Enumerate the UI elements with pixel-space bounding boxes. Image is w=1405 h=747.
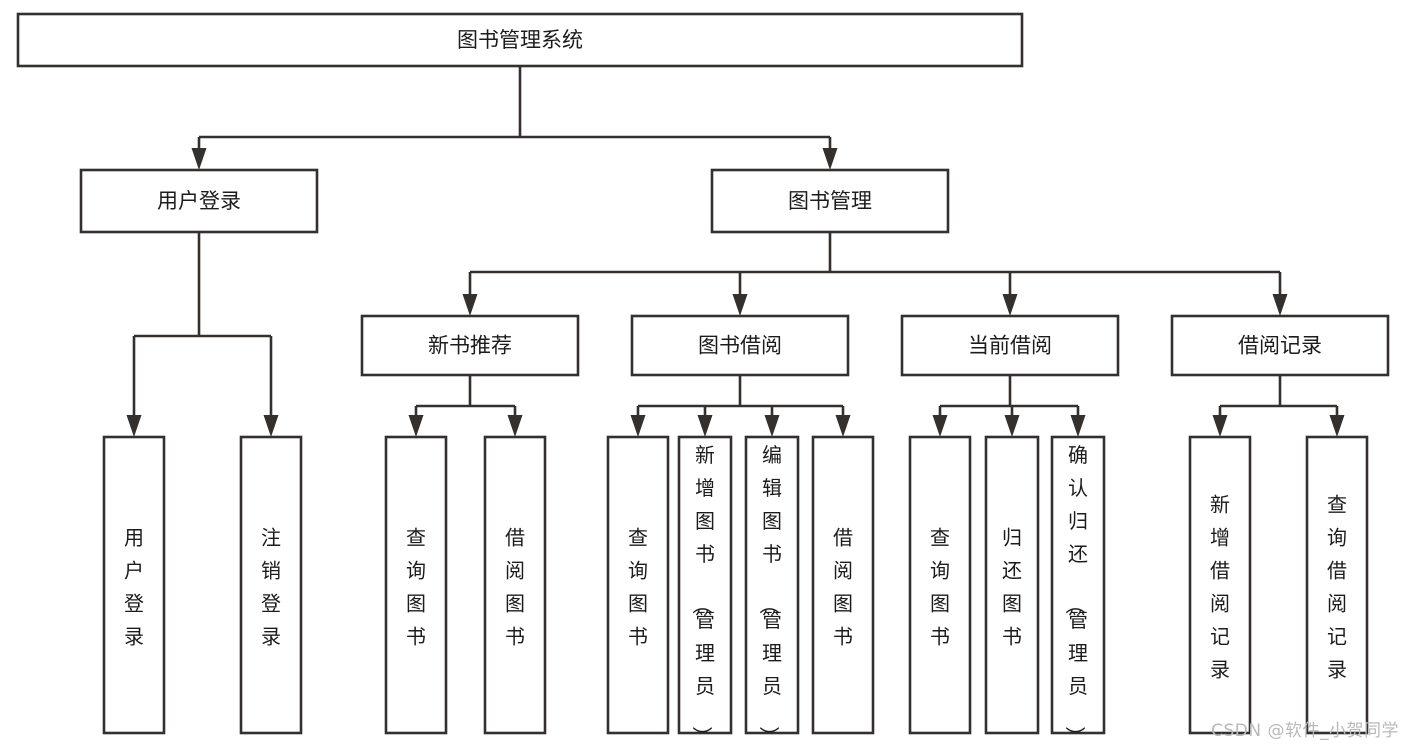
arrow-icon-current-borrow [1002,294,1018,316]
node-label-leaf-user-login: 用户登录 [124,526,144,649]
arrow-icon-leaf-user-login [126,415,142,437]
node-borrow-record[interactable]: 借阅记录 [1170,314,1390,377]
node-box-leaf-query-book-3 [908,435,972,735]
node-label-leaf-edit-book: 编辑图书（管理员） [757,443,782,746]
arrow-icon-new-book-recommend [462,294,478,316]
connector-layer [126,66,1345,437]
arrow-icon-leaf-confirm-return [1070,415,1086,437]
node-box-current-borrow [900,314,1120,377]
node-label-leaf-borrow-book-1: 借阅图书 [505,526,525,649]
node-box-root [16,12,1024,68]
node-leaf-query-record[interactable]: 查询借阅记录 [1305,435,1369,735]
node-user-login[interactable]: 用户登录 [79,168,319,234]
node-book-borrow[interactable]: 图书借阅 [630,314,850,377]
node-leaf-confirm-return[interactable]: 确认归还（管理员） [1050,435,1106,746]
node-box-leaf-query-book-1 [384,435,448,735]
node-box-leaf-logout [239,435,303,735]
node-label-leaf-query-book-3: 查询图书 [930,526,950,649]
node-label-root: 图书管理系统 [457,28,583,52]
node-label-book-manage: 图书管理 [788,189,872,213]
arrow-icon-leaf-query-book-1 [408,415,424,437]
node-book-manage[interactable]: 图书管理 [710,168,950,234]
node-label-leaf-add-book: 新增图书（管理员） [690,443,715,746]
node-box-leaf-borrow-book-2 [811,435,875,735]
arrow-icon-leaf-add-book [697,415,713,437]
node-label-leaf-add-record: 新增借阅记录 [1210,493,1230,682]
node-label-borrow-record: 借阅记录 [1238,334,1322,358]
node-leaf-add-book[interactable]: 新增图书（管理员） [677,435,733,746]
node-leaf-add-record[interactable]: 新增借阅记录 [1188,435,1252,735]
node-box-user-login [79,168,319,234]
node-leaf-query-book-2[interactable]: 查询图书 [606,435,670,735]
node-box-book-manage [710,168,950,234]
node-box-new-book-recommend [360,314,580,377]
arrow-icon-book-manage [822,148,838,170]
node-box-leaf-query-book-2 [606,435,670,735]
arrow-icon-leaf-edit-book [764,415,780,437]
node-leaf-borrow-book-2[interactable]: 借阅图书 [811,435,875,735]
node-leaf-logout[interactable]: 注销登录 [239,435,303,735]
node-box-book-borrow [630,314,850,377]
node-leaf-user-login[interactable]: 用户登录 [102,435,166,735]
node-box-leaf-user-login [102,435,166,735]
node-label-leaf-borrow-book-2: 借阅图书 [833,526,853,649]
node-leaf-borrow-book-1[interactable]: 借阅图书 [483,435,547,735]
node-label-leaf-confirm-return: 确认归还（管理员） [1063,443,1088,746]
arrow-icon-leaf-return-book [1004,415,1020,437]
arrow-icon-leaf-borrow-book-2 [835,415,851,437]
node-box-leaf-query-record [1305,435,1369,735]
arrow-icon-leaf-borrow-book-1 [507,415,523,437]
node-box-leaf-edit-book [744,435,800,735]
arrow-icon-leaf-query-book-3 [932,415,948,437]
node-label-book-borrow: 图书借阅 [698,334,782,358]
arrow-icon-leaf-query-book-2 [630,415,646,437]
node-label-leaf-return-book: 归还图书 [1002,526,1022,649]
node-box-borrow-record [1170,314,1390,377]
node-leaf-query-book-3[interactable]: 查询图书 [908,435,972,735]
node-current-borrow[interactable]: 当前借阅 [900,314,1120,377]
node-leaf-return-book[interactable]: 归还图书 [984,435,1040,735]
node-label-leaf-logout: 注销登录 [261,526,281,649]
node-label-leaf-query-record: 查询借阅记录 [1327,493,1347,682]
node-leaf-edit-book[interactable]: 编辑图书（管理员） [744,435,800,746]
node-box-leaf-return-book [984,435,1040,735]
node-label-leaf-query-book-2: 查询图书 [628,526,648,649]
node-leaf-query-book-1[interactable]: 查询图书 [384,435,448,735]
node-box-leaf-borrow-book-1 [483,435,547,735]
node-root[interactable]: 图书管理系统 [16,12,1024,68]
node-layer: 图书管理系统用户登录图书管理新书推荐图书借阅当前借阅借阅记录用户登录注销登录查询… [16,12,1390,746]
node-box-leaf-add-record [1188,435,1252,735]
arrow-icon-leaf-add-record [1212,415,1228,437]
arrow-icon-leaf-logout [263,415,279,437]
node-box-leaf-add-book [677,435,733,735]
node-label-new-book-recommend: 新书推荐 [428,334,512,358]
node-new-book-recommend[interactable]: 新书推荐 [360,314,580,377]
node-label-current-borrow: 当前借阅 [968,334,1052,358]
arrow-icon-user-login [191,148,207,170]
arrow-icon-book-borrow [732,294,748,316]
arrow-icon-borrow-record [1272,294,1288,316]
arrow-icon-leaf-query-record [1329,415,1345,437]
node-box-leaf-confirm-return [1050,435,1106,735]
node-label-leaf-query-book-1: 查询图书 [406,526,426,649]
node-label-user-login: 用户登录 [157,189,241,213]
csdn-watermark: CSDN @软件_小贺同学 [1211,721,1399,741]
